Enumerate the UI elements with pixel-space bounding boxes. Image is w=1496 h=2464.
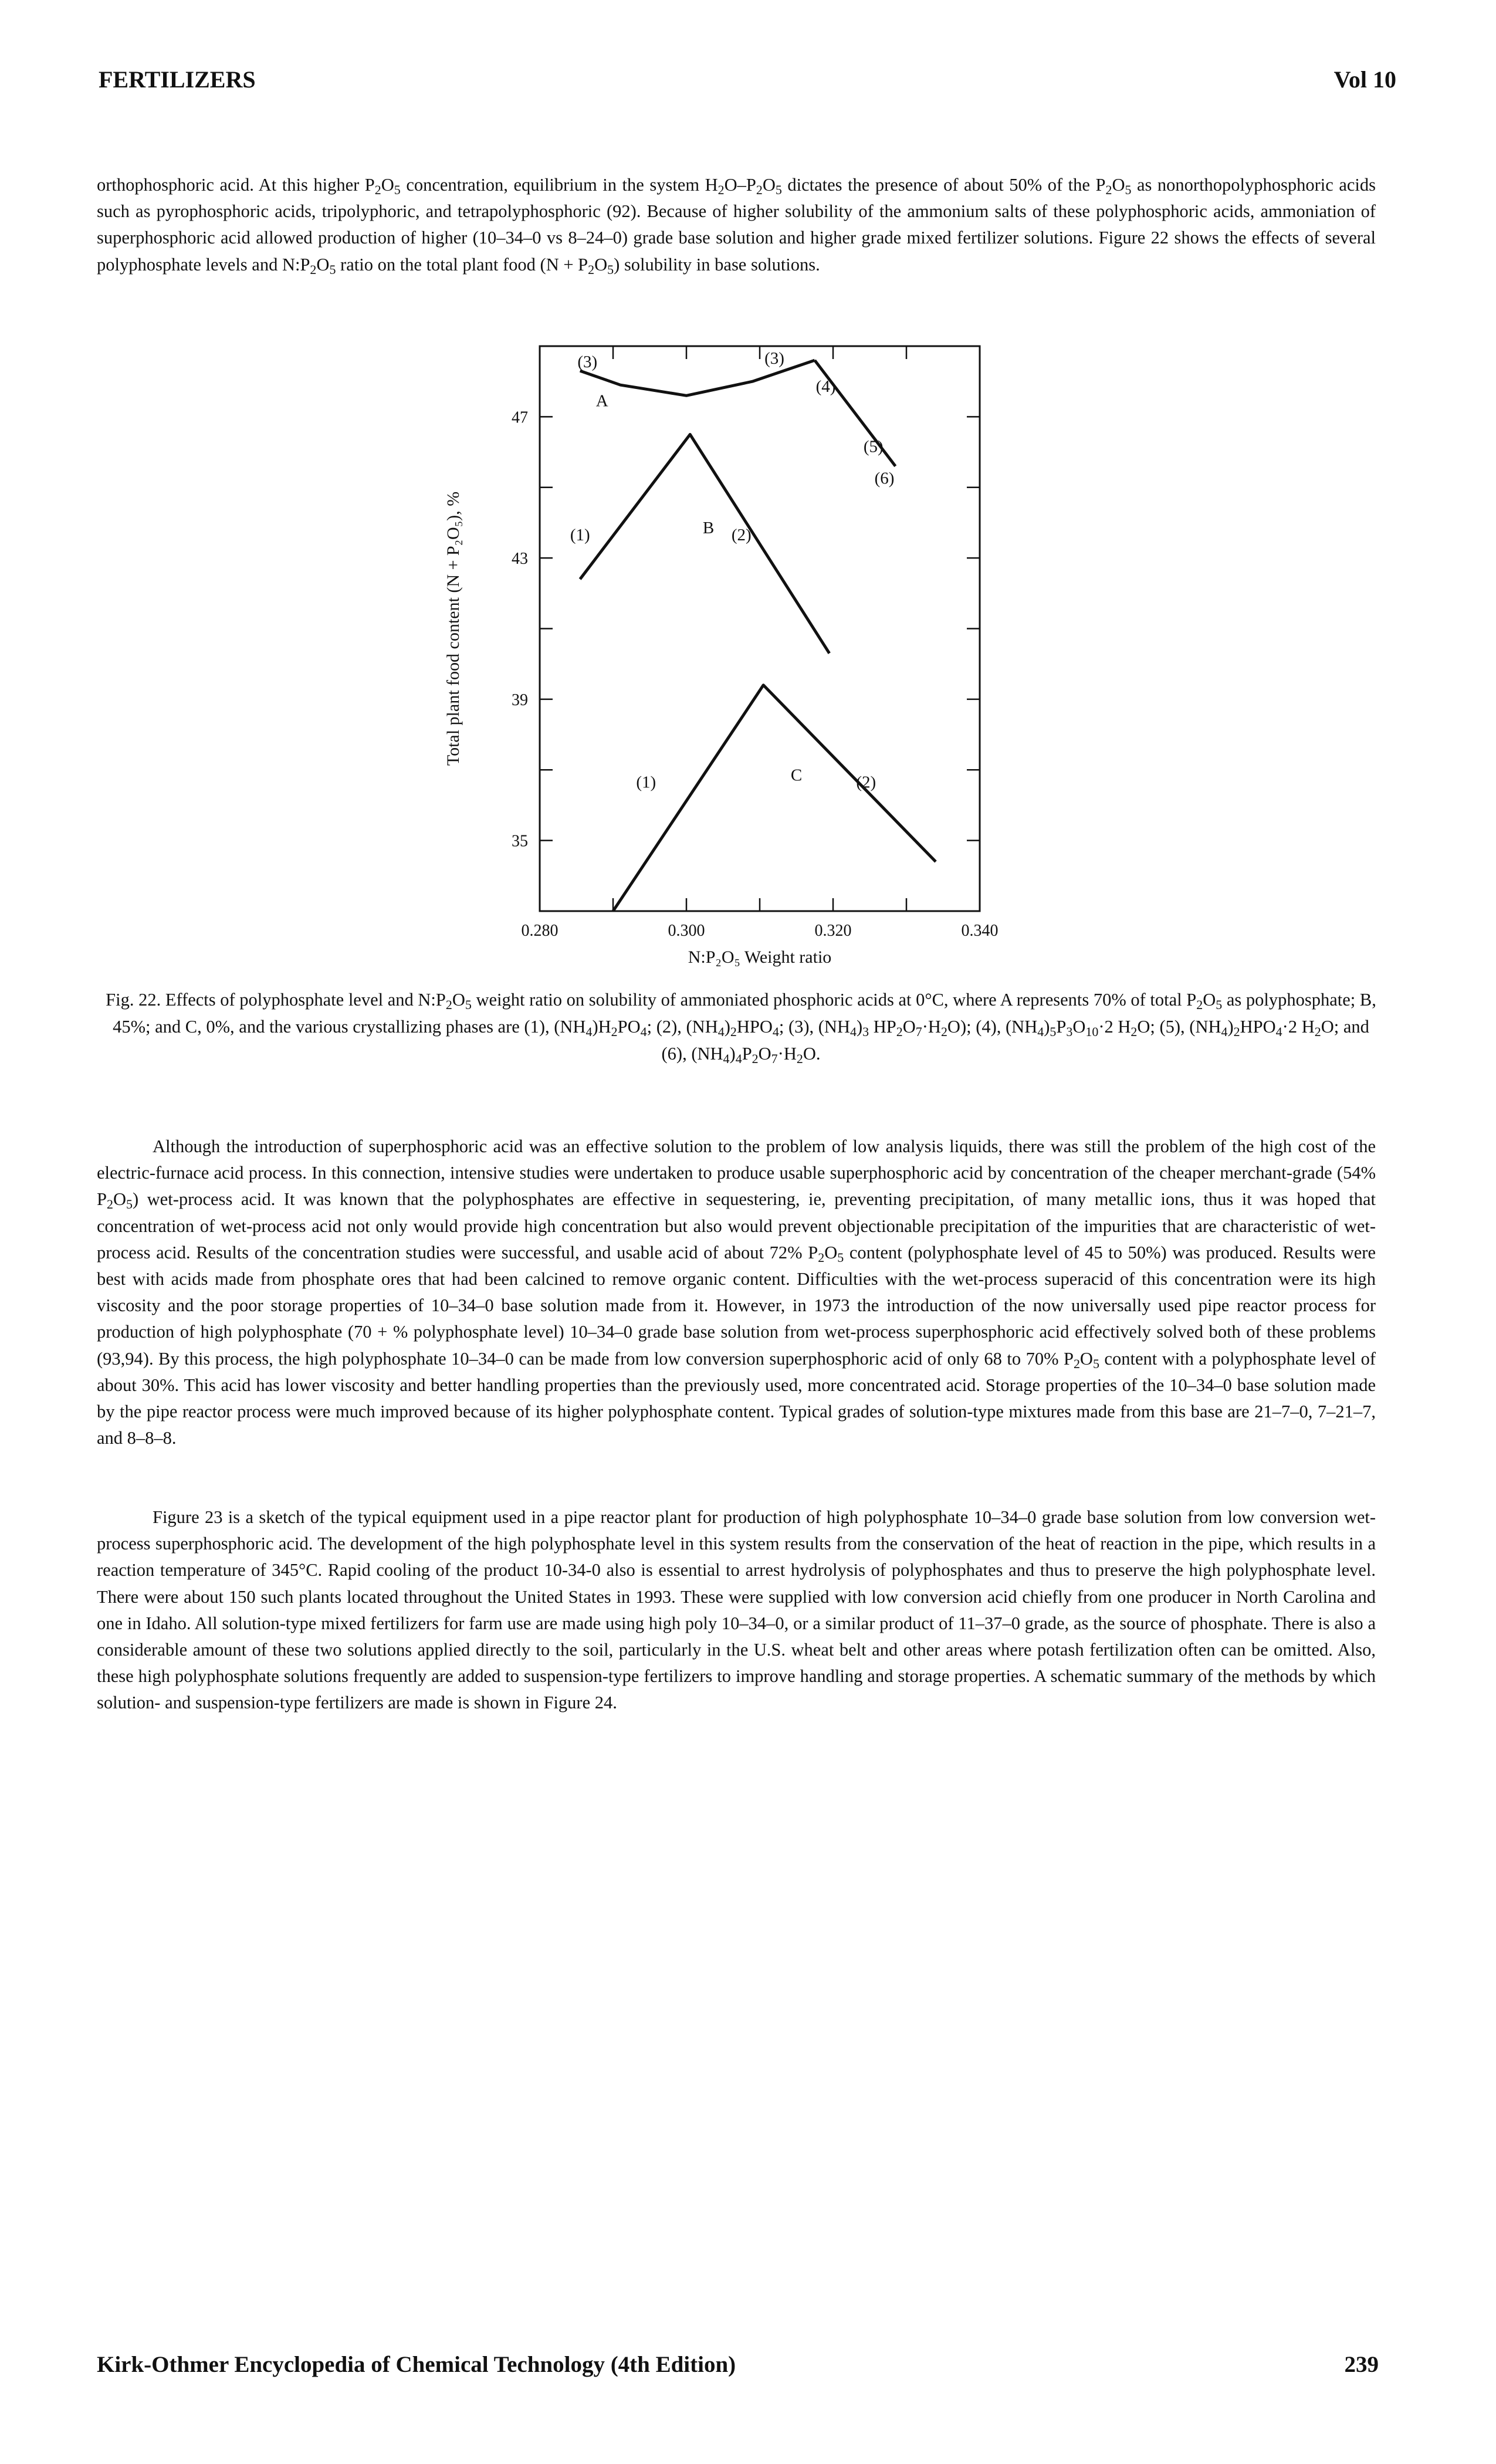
curve-annotation: (3) — [577, 353, 597, 371]
x-tick-label: 0.320 — [815, 922, 852, 940]
curve-annotation: (1) — [636, 773, 656, 791]
y-tick-label: 47 — [512, 408, 528, 427]
x-axis-label: N:P₂O₅ Weight ratio — [688, 947, 832, 967]
page-number: 239 — [1344, 2352, 1379, 2377]
plot-frame — [539, 345, 981, 912]
figure-22-chart: 0.280 0.300 0.320 0.340 35 39 43 47N:P₂O₅ Weigh… — [444, 345, 999, 967]
x-tick-label: 0.340 — [962, 922, 999, 940]
curve-annotation: (3) — [764, 349, 784, 368]
paragraph-superphosphoric: Although the introduction of superphosph… — [97, 1136, 1376, 1448]
curve-annotation: C — [791, 766, 802, 784]
y-axis-label: Total plant food content (N + P₂O₅), % — [444, 492, 463, 766]
running-header-title: FERTILIZERS — [99, 66, 256, 93]
paragraph-pipe-reactor: Figure 23 is a sketch of the typical equ… — [97, 1507, 1376, 1713]
figure-caption: Fig. 22. Effects of polyphosphate level … — [106, 990, 1376, 1067]
y-tick-label: 35 — [512, 832, 528, 851]
curve-b — [578, 433, 831, 654]
curve-annotation: A — [596, 391, 608, 410]
curve-c — [611, 683, 937, 912]
y-tick-label: 39 — [512, 691, 528, 709]
curve-annotation: (2) — [732, 526, 752, 544]
curve-annotation: (2) — [856, 773, 876, 791]
curve-a — [813, 359, 897, 468]
curve-a — [579, 358, 815, 397]
curve-annotation: B — [703, 519, 714, 537]
footer-book-title: Kirk-Othmer Encyclopedia of Chemical Tec… — [97, 2352, 736, 2377]
curve-annotation: (6) — [875, 469, 895, 488]
y-tick-label: 43 — [512, 550, 528, 568]
curve-annotation: (4) — [816, 377, 836, 396]
running-header-volume: Vol 10 — [1333, 66, 1396, 93]
x-tick-label: 0.300 — [668, 922, 705, 940]
curve-annotation: (5) — [864, 438, 884, 456]
paragraph-intro: orthophosphoric acid. At this higher P2O… — [97, 175, 1376, 277]
x-tick-label: 0.280 — [522, 922, 559, 940]
curve-annotation: (1) — [570, 526, 590, 544]
